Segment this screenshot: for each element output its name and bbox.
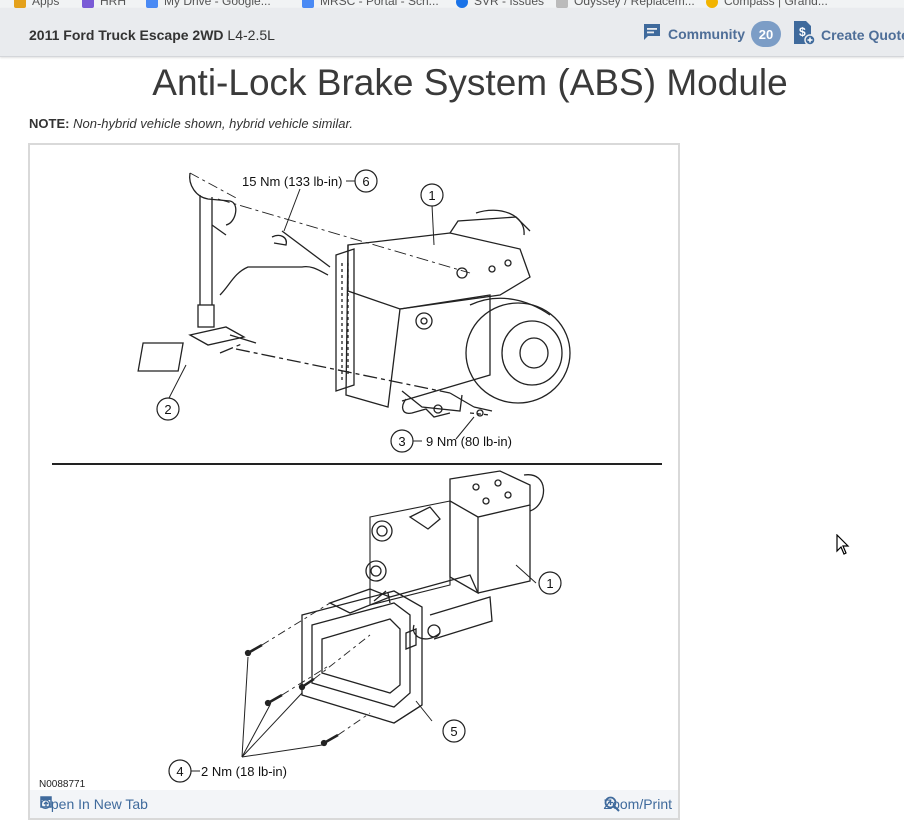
vehicle-engine: L4-2.5L [227, 27, 275, 43]
callout-1-bottom [538, 571, 562, 595]
abs-motor [465, 302, 571, 404]
figure-footer: Open In New Tab Zoom/Print [30, 790, 678, 818]
note-text: Non-hybrid vehicle shown, hybrid vehicle… [73, 116, 353, 131]
callout-4-num: 4 [176, 764, 183, 779]
abs-module-body-top [347, 232, 531, 310]
vertical-brake-tube [199, 195, 213, 305]
callout-2 [156, 397, 180, 421]
abs-module-figure[interactable]: 6 1 2 3 1 5 4 15 Nm (133 lb-in) 9 Nm (80… [28, 143, 680, 820]
bookmarks-bar: Apps HRH My Drive - Google... MRSC - Por… [0, 0, 904, 8]
brake-line-upper [189, 172, 237, 226]
torque-label-3: 9 Nm (80 lb-in) [426, 434, 512, 449]
open-in-new-tab-link[interactable]: Open In New Tab [40, 796, 148, 812]
create-quote-button[interactable]: $ Create Quote [793, 20, 904, 51]
bookmark-compass[interactable]: Compass | Grand... [706, 0, 828, 8]
torque-label-4: 2 Nm (18 lb-in) [201, 764, 287, 779]
callout-1-top-num: 1 [428, 188, 435, 203]
torque-label-6: 15 Nm (133 lb-in) [242, 174, 342, 189]
bookmark-mrsc[interactable]: MRSC - Portal - Sch... [302, 0, 439, 8]
bracket-2 [137, 342, 184, 372]
community-label: Community [668, 26, 745, 42]
callout-2-num: 2 [164, 402, 171, 417]
vehicle-selector[interactable]: 2011 Ford Truck Escape 2WD L4-2.5L [29, 27, 275, 43]
zoom-print-label: Zoom/Print [603, 796, 672, 812]
svg-text:$: $ [799, 25, 806, 39]
bookmark-hrh[interactable]: HRH [82, 0, 126, 8]
page-title: Anti-Lock Brake System (ABS) Module [152, 62, 788, 103]
quote-dollar-icon: $ [793, 20, 816, 51]
note: NOTE: Non-hybrid vehicle shown, hybrid v… [29, 116, 353, 131]
community-button[interactable]: Community 20 [642, 21, 781, 47]
callout-1-bottom-num: 1 [546, 576, 553, 591]
create-quote-label: Create Quote [821, 27, 904, 43]
top-bar: 2011 Ford Truck Escape 2WD L4-2.5L Commu… [0, 8, 904, 57]
bookmark-apps[interactable]: Apps [14, 0, 59, 8]
bookmark-svr[interactable]: SVR - Issues [456, 0, 544, 8]
note-label: NOTE: [29, 116, 70, 131]
callout-5-num: 5 [450, 724, 457, 739]
abs-module-lower [449, 470, 531, 518]
mouse-pointer-icon [836, 533, 850, 561]
open-in-new-tab-label: Open In New Tab [40, 796, 148, 812]
callout-5 [442, 719, 466, 743]
chat-icon [642, 23, 662, 46]
bookmark-drive[interactable]: My Drive - Google... [146, 0, 271, 8]
figure-id: N0088771 [39, 779, 86, 790]
zoom-print-link[interactable]: Zoom/Print [604, 796, 672, 812]
callout-6-num: 6 [362, 174, 369, 189]
brake-line-lower [219, 265, 329, 296]
community-count-badge: 20 [751, 21, 781, 47]
callout-1-top [420, 183, 444, 207]
callout-3-num: 3 [398, 434, 405, 449]
abs-module-diagram: 6 1 2 3 1 5 4 15 Nm (133 lb-in) 9 Nm (80… [52, 169, 662, 783]
vehicle-name: 2011 Ford Truck Escape 2WD [29, 27, 224, 43]
bookmark-odyssey[interactable]: Odyssey / Replacem... [556, 0, 695, 8]
